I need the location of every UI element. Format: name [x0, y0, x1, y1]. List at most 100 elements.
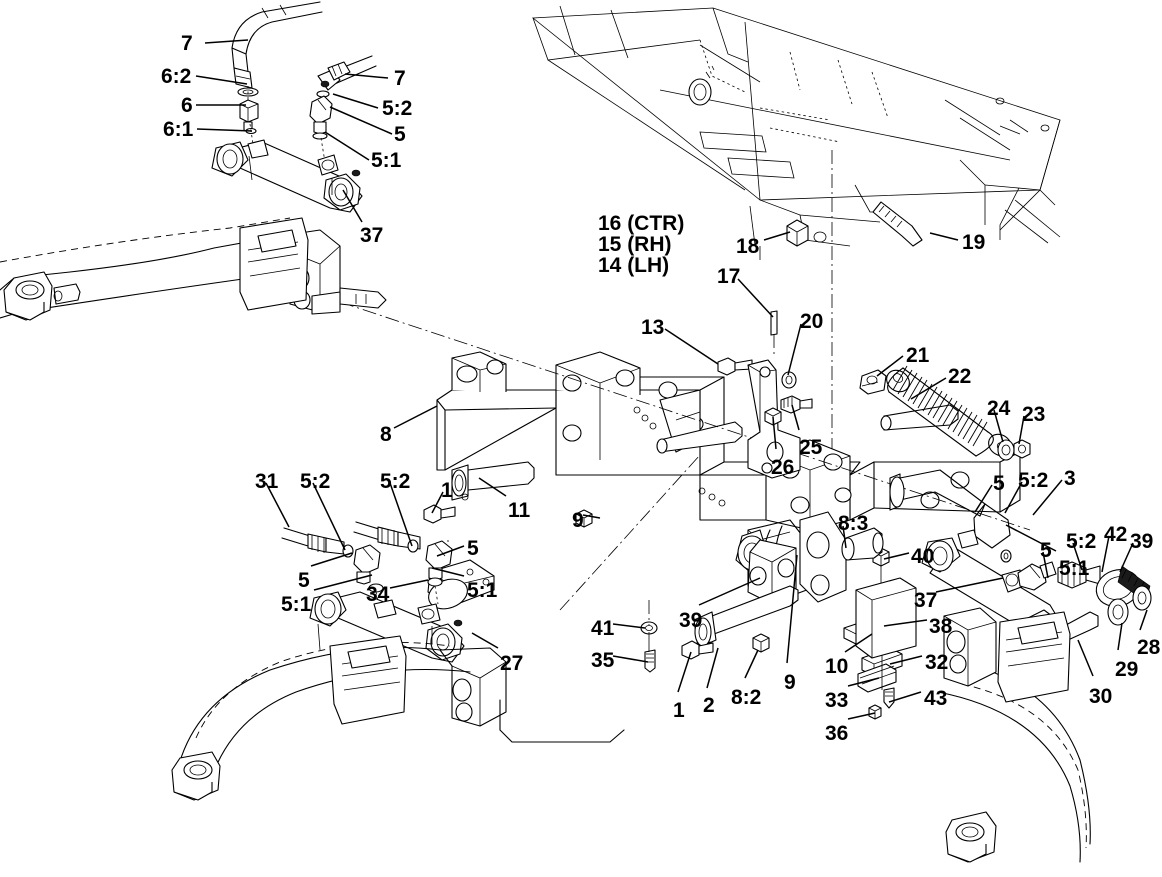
leader-line [393, 405, 438, 429]
leader-line [974, 484, 993, 513]
washer-20 [781, 371, 797, 389]
leader-line [431, 491, 444, 514]
callout-5: 5 [467, 537, 479, 560]
oring-51-upper [312, 132, 328, 140]
elbow-5-upper [309, 95, 333, 135]
hose-7-upper-left [231, 1, 323, 89]
callout-36: 36 [825, 722, 849, 745]
leader-line [478, 477, 507, 497]
fastener-18 [786, 219, 809, 247]
leader-line [436, 545, 465, 557]
leader-line [1042, 551, 1049, 579]
callout-1: 1 [673, 699, 685, 722]
callout-5: 5 [1040, 539, 1052, 562]
callout-5-1: 5:1 [371, 149, 402, 172]
callout-2: 2 [703, 694, 715, 717]
callout-39: 39 [679, 609, 703, 632]
leader-line [612, 623, 646, 629]
leader-line [883, 619, 928, 627]
leader-line [787, 323, 802, 376]
leader-line [1072, 542, 1083, 571]
callout-33: 33 [825, 689, 849, 712]
leader-line [471, 632, 499, 649]
callout-11: 11 [508, 499, 531, 522]
callout-37: 37 [914, 589, 938, 612]
bolt-1-left [423, 504, 456, 524]
oring-52-lower-mid [407, 539, 419, 553]
callout-42: 42 [1104, 523, 1128, 546]
leader-line [1005, 524, 1057, 552]
leader-line [1004, 481, 1023, 514]
oring-51-right2 [1000, 549, 1012, 563]
leader-line [1077, 639, 1094, 677]
callout-8: 8 [380, 423, 392, 446]
pin-11 [451, 461, 535, 501]
leader-line [1117, 622, 1123, 651]
chassis-frame [531, 5, 1061, 450]
leader-line [772, 416, 777, 450]
callout-8-2: 8:2 [731, 686, 762, 709]
leader-line [1119, 542, 1134, 573]
callout-5-2: 5:2 [300, 470, 331, 493]
pin-17 [770, 310, 778, 356]
cross-pin-center [656, 421, 743, 454]
callout-3: 3 [1064, 467, 1076, 490]
leader-line [737, 278, 774, 318]
washer-29 [1107, 598, 1129, 626]
callout-9: 9 [572, 509, 584, 532]
fitting-5-right2 [1017, 561, 1057, 591]
nut-36 [868, 704, 882, 720]
leader-line [847, 677, 880, 687]
callout-7: 7 [394, 67, 406, 90]
leader-line [389, 579, 429, 589]
leader-line [763, 231, 791, 241]
leader-line [791, 404, 800, 431]
leader-line [698, 577, 761, 606]
leader-line [888, 691, 922, 703]
callout-24: 24 [987, 397, 1011, 420]
washer-24 [997, 439, 1015, 461]
leader-line [312, 482, 346, 551]
leader-line [883, 552, 910, 560]
oring-51-lower-mid [427, 577, 443, 587]
callout-9: 9 [784, 671, 796, 694]
callout-5-2: 5:2 [1018, 469, 1049, 492]
nut-26 [764, 407, 782, 426]
nut-23 [1013, 439, 1031, 459]
hydraulic-cylinder-37-upper-left [211, 139, 363, 213]
leader-line [744, 649, 759, 679]
leader-line [389, 482, 413, 547]
callout-31: 31 [255, 470, 279, 493]
callout-8-3: 8:3 [838, 512, 869, 535]
callout-6-1: 6:1 [163, 118, 194, 141]
right-arm-assembly [889, 469, 1011, 549]
main-frame-beam [339, 301, 1031, 611]
leader-line [664, 328, 719, 365]
callout-5-1: 5:1 [467, 579, 498, 602]
leader-line [332, 93, 379, 109]
extension-spring-22 [886, 365, 1012, 457]
leader-line [265, 482, 290, 528]
bracket-plate-right [855, 577, 917, 659]
hydraulic-cylinder-27 [309, 591, 465, 663]
leader-line [310, 552, 353, 567]
leader-line [706, 647, 719, 689]
callout-6: 6 [181, 94, 193, 117]
leader-line [329, 106, 393, 135]
bolt-43 [883, 687, 895, 709]
callout-25: 25 [799, 436, 823, 459]
leader-line [935, 577, 1004, 593]
bracket-21 [859, 369, 887, 395]
callout-26: 26 [771, 456, 795, 479]
callout-27: 27 [500, 652, 524, 675]
callout-21: 21 [906, 344, 930, 367]
callout-19: 19 [962, 231, 986, 254]
callout-5-2: 5:2 [382, 97, 413, 120]
fastener-19 [872, 201, 923, 247]
leader-line [313, 574, 373, 591]
callout-43: 43 [924, 687, 948, 710]
bushing-83 [841, 527, 884, 561]
callout-17: 17 [717, 265, 741, 288]
callout-16-ctr: 16 (CTR) [598, 212, 685, 235]
callout-28: 28 [1137, 636, 1161, 659]
